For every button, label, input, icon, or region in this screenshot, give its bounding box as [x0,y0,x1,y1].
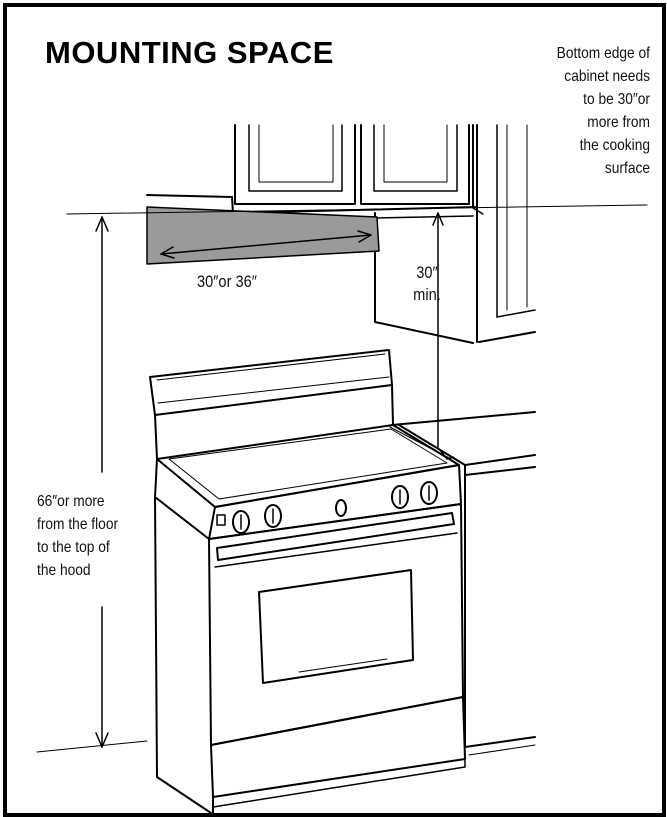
note-line: surface [604,160,650,177]
floor-line [36,740,148,753]
countertop [391,411,536,756]
range [149,349,466,813]
min-clearance-unit: min. [413,285,441,304]
cabinet-bottom-line [66,204,648,215]
note-line: the cooking [579,137,650,154]
hood [146,206,380,265]
note-line: to the top of [37,539,110,556]
upper-cabinets [146,124,536,344]
note-line: the hood [37,562,91,579]
note-line: to be 30″or [583,91,650,108]
hood-width-arrow [160,230,372,259]
kitchen-illustration [36,124,648,813]
hood-width-label: 30″or 36″ [197,272,257,291]
min-clearance-value: 30″ [416,263,438,282]
min-clearance-arrow [432,212,444,448]
diagram-title: MOUNTING SPACE [45,35,334,70]
note-line: more from [587,114,650,131]
note-line: from the floor [37,516,119,533]
diagram-frame: MOUNTING SPACE Bottom edge of cabinet ne… [3,3,666,817]
floor-clearance-arrow [95,216,109,748]
note-line: 66″or more [37,493,105,510]
min-clearance-label: 30″ min. [408,262,446,306]
floor-clearance-note: 66″or more from the floor to the top of … [37,490,192,582]
cabinet-clearance-note: Bottom edge of cabinet needs to be 30″or… [487,42,650,180]
note-line: Bottom edge of [556,45,650,62]
note-line: cabinet needs [564,68,650,85]
